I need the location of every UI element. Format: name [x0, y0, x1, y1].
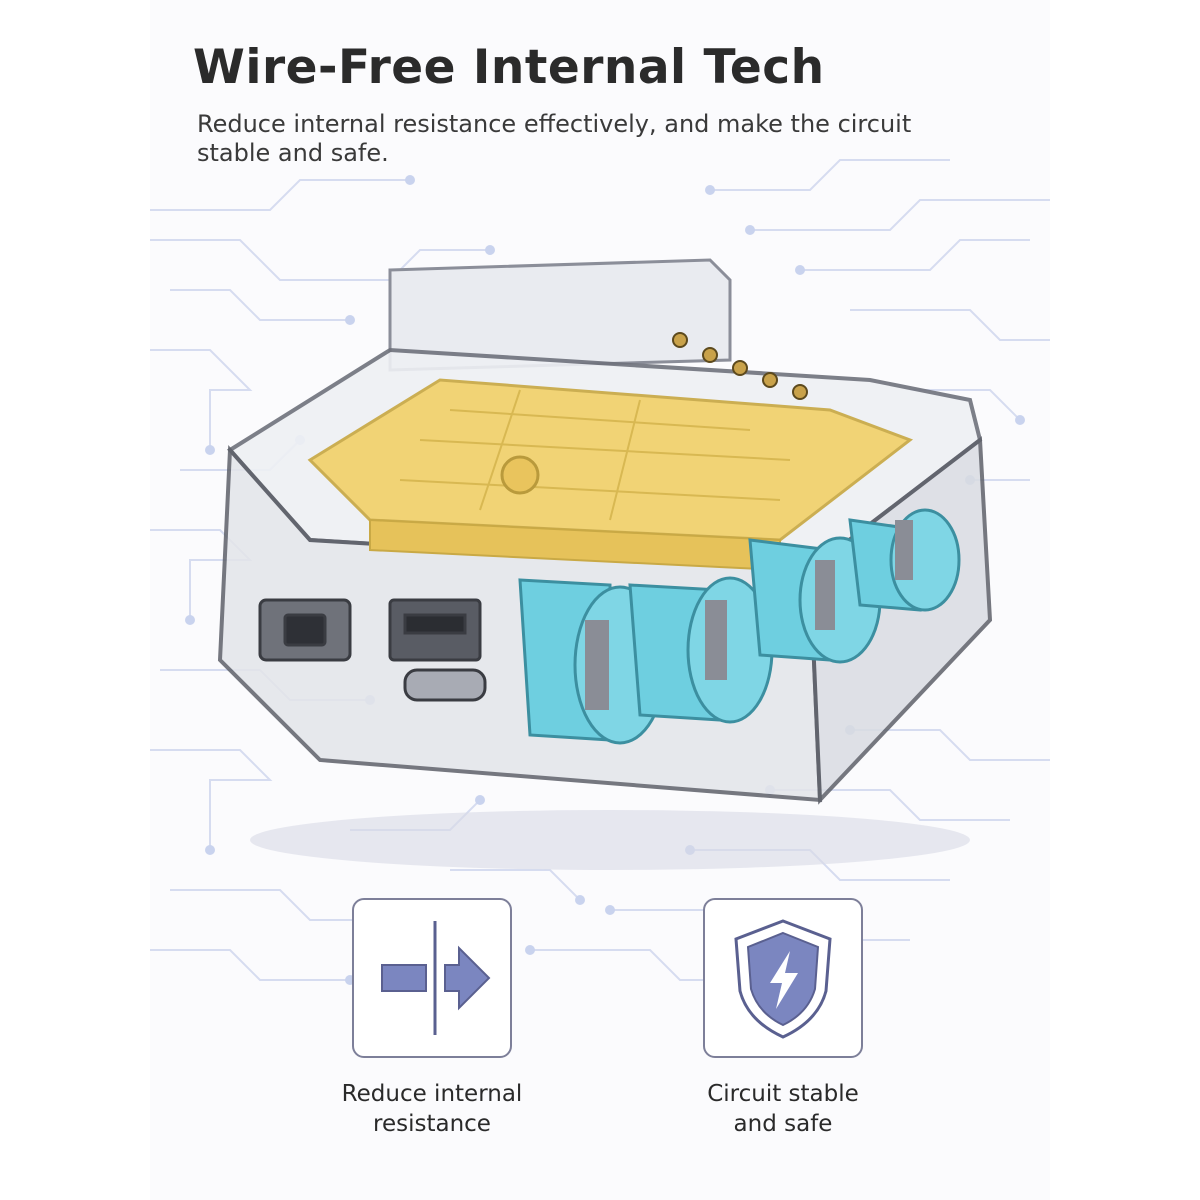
feature-label-line: Circuit stable	[707, 1081, 859, 1107]
feature-icon-box	[703, 898, 863, 1058]
page-subtitle: Reduce internal resistance effectively, …	[197, 110, 912, 167]
feature-label-line: resistance	[373, 1111, 491, 1137]
split-arrow-icon	[381, 921, 491, 1035]
page-title: Wire-Free Internal Tech	[193, 40, 825, 95]
power-bank-illustration	[217, 258, 993, 870]
feature-circuit-safe: Circuit stable and safe	[653, 898, 913, 1139]
feature-reduce-resistance: Reduce internal resistance	[302, 898, 562, 1139]
feature-icon-box	[352, 898, 512, 1058]
feature-label-line: and safe	[733, 1111, 833, 1137]
feature-label: Circuit stable and safe	[653, 1079, 913, 1139]
shield-bolt-icon	[734, 919, 832, 1039]
feature-label: Reduce internal resistance	[302, 1079, 562, 1139]
feature-label-line: Reduce internal	[341, 1081, 523, 1107]
